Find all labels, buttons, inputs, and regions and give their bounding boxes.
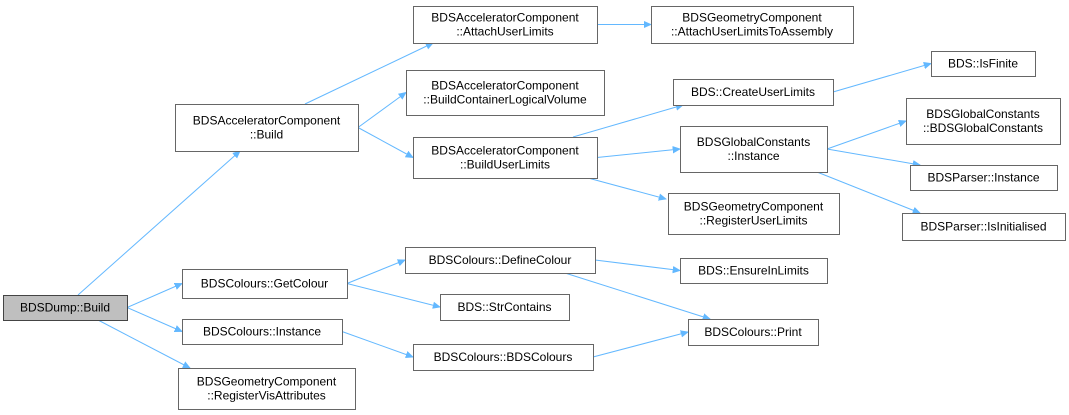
node-box: [406, 70, 605, 116]
node-geom-attachassembly[interactable]: BDSGeometryComponent::AttachUserLimitsTo…: [651, 6, 854, 44]
node-label: BDSGlobalConstants: [697, 135, 810, 149]
node-label: ::BuildUserLimits: [460, 158, 550, 172]
node-box: [931, 51, 1036, 77]
node-label: BDS::CreateUserLimits: [691, 85, 815, 99]
node-label: ::BuildContainerLogicalVolume: [423, 93, 587, 107]
node-bds-createuserlimits[interactable]: BDS::CreateUserLimits: [673, 79, 834, 106]
node-colours-getcolour[interactable]: BDSColours::GetColour: [182, 269, 348, 299]
node-label: BDSAcceleratorComponent: [431, 144, 579, 158]
node-acc-build[interactable]: BDSAcceleratorComponent::Build: [175, 104, 359, 152]
node-label: BDS::IsFinite: [948, 57, 1018, 71]
node-label: BDSGeometryComponent: [197, 375, 337, 389]
nodes-layer: BDSDump::Build BDSAcceleratorComponent::B…: [3, 6, 1066, 410]
node-box: [440, 294, 570, 321]
node-label: BDSAcceleratorComponent: [193, 114, 341, 128]
node-box: [175, 104, 359, 152]
node-label: ::Instance: [727, 149, 779, 163]
node-parser-isinit[interactable]: BDSParser::IsInitialised: [902, 213, 1066, 241]
edge-colours_getcolour-to-bds_strcontains: [346, 283, 440, 308]
node-label: BDSColours::DefineColour: [429, 253, 572, 267]
edge-colours_define-to-bds_ensureinlimits: [594, 259, 680, 271]
node-parser-instance[interactable]: BDSParser::Instance: [910, 165, 1058, 191]
node-bds-strcontains[interactable]: BDS::StrContains: [440, 294, 570, 321]
node-geom-regvis[interactable]: BDSGeometryComponent::RegisterVisAttribu…: [178, 368, 356, 410]
edge-colours_ctor-to-colours_print: [592, 332, 688, 358]
edge-gc_instance-to-gc_ctor: [826, 121, 906, 150]
node-box: [413, 137, 598, 179]
edge-colours_getcolour-to-colours_define: [346, 260, 405, 284]
node-colours-define[interactable]: BDSColours::DefineColour: [405, 247, 596, 274]
node-gc-instance[interactable]: BDSGlobalConstants::Instance: [680, 126, 828, 173]
node-label: BDSColours::Print: [704, 325, 802, 339]
node-colours-print[interactable]: BDSColours::Print: [688, 319, 819, 346]
node-box: [182, 269, 348, 299]
node-bds-ensureinlimits[interactable]: BDS::EnsureInLimits: [680, 258, 828, 284]
node-label: BDSColours::GetColour: [201, 277, 328, 291]
node-geom-reguserlimits[interactable]: BDSGeometryComponent::RegisterUserLimits: [668, 193, 840, 235]
node-label: ::RegisterVisAttributes: [207, 389, 326, 403]
node-acc-builduser[interactable]: BDSAcceleratorComponent::BuildUserLimits: [413, 137, 598, 179]
node-label: BDSParser::IsInitialised: [920, 220, 1046, 234]
node-box: [405, 247, 596, 274]
edge-acc_builduser-to-bds_createuserlimits: [572, 105, 683, 138]
edge-gc_instance-to-parser_instance: [826, 148, 920, 165]
node-colours-instance[interactable]: BDSColours::Instance: [182, 319, 343, 345]
node-acc-buildcontainer[interactable]: BDSAcceleratorComponent::BuildContainerL…: [406, 70, 605, 116]
edge-dump_build-to-colours_getcolour: [126, 283, 182, 308]
node-box: [413, 6, 598, 44]
node-label: BDSGlobalConstants: [926, 107, 1039, 121]
edge-gc_instance-to-parser_isinit: [816, 171, 920, 213]
node-box: [413, 344, 594, 371]
node-label: BDSParser::Instance: [927, 171, 1039, 185]
node-label: BDSGeometryComponent: [682, 11, 822, 25]
node-label: BDSColours::BDSColours: [434, 350, 573, 364]
node-label: BDSAcceleratorComponent: [431, 79, 579, 93]
node-dump-build[interactable]: BDSDump::Build: [3, 295, 128, 321]
node-label: BDS::EnsureInLimits: [698, 264, 809, 278]
node-label: ::BDSGlobalConstants: [923, 121, 1043, 135]
node-box: [910, 165, 1058, 191]
node-bds-isfinite[interactable]: BDS::IsFinite: [931, 51, 1036, 77]
node-label: ::AttachUserLimits: [456, 25, 553, 39]
edge-colours_define-to-colours_print: [564, 272, 710, 319]
edge-dump_build-to-acc_build: [77, 151, 240, 296]
node-box: [902, 213, 1066, 241]
edge-bds_createuserlimits-to-bds_isfinite: [832, 64, 931, 93]
node-box: [680, 258, 828, 284]
edges-layer: [77, 25, 931, 369]
node-label: ::Build: [250, 128, 283, 142]
node-label: BDSDump::Build: [20, 301, 110, 315]
edge-colours_instance-to-colours_ctor: [341, 331, 413, 358]
edge-acc_build-to-acc_buildcontainer: [357, 93, 406, 128]
node-box: [688, 319, 819, 346]
node-label: BDSGeometryComponent: [684, 200, 824, 214]
edge-acc_build-to-acc_attach: [304, 42, 433, 105]
node-gc-ctor[interactable]: BDSGlobalConstants::BDSGlobalConstants: [906, 98, 1061, 145]
node-box: [178, 368, 356, 410]
edge-acc_builduser-to-geom_reguserlimits: [587, 177, 666, 199]
node-box: [668, 193, 840, 235]
node-colours-ctor[interactable]: BDSColours::BDSColours: [413, 344, 594, 371]
node-box: [673, 79, 834, 106]
node-box: [680, 126, 828, 173]
edge-dump_build-to-colours_instance: [126, 307, 182, 332]
edge-acc_builduser-to-gc_instance: [596, 149, 680, 158]
node-label: BDSColours::Instance: [203, 325, 321, 339]
node-box: [906, 98, 1061, 145]
node-box: [182, 319, 343, 345]
node-box: [3, 295, 128, 321]
edge-dump_build-to-geom_regvis: [97, 319, 190, 368]
node-box: [651, 6, 854, 44]
node-label: ::RegisterUserLimits: [699, 214, 807, 228]
node-label: BDSAcceleratorComponent: [431, 11, 579, 25]
node-label: ::AttachUserLimitsToAssembly: [671, 25, 833, 39]
node-acc-attach[interactable]: BDSAcceleratorComponent::AttachUserLimit…: [413, 6, 598, 44]
node-label: BDS::StrContains: [457, 300, 551, 314]
edge-acc_build-to-acc_builduser: [357, 127, 413, 158]
